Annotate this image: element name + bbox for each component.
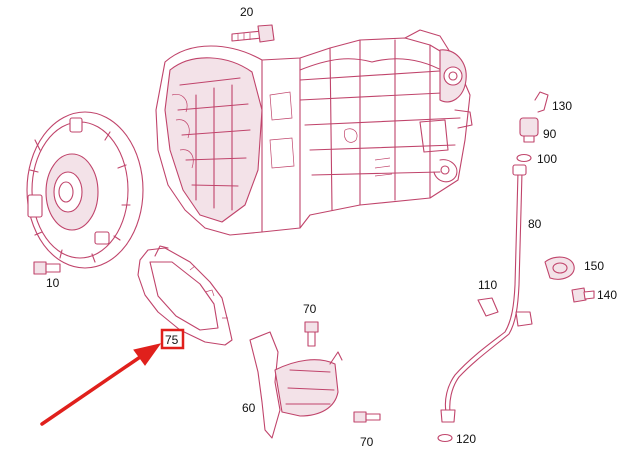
clamp-150 xyxy=(544,256,575,280)
bolt-140 xyxy=(571,287,595,303)
bolt-70-upper xyxy=(304,321,319,347)
bracket-110 xyxy=(477,297,499,317)
transmission-housing xyxy=(155,29,473,236)
cover-plate-75 xyxy=(137,245,233,346)
label-140: 140 xyxy=(597,288,617,302)
dipstick-tube-80 xyxy=(440,164,533,423)
bolt-70-lower xyxy=(353,411,381,423)
clip-130 xyxy=(534,91,549,113)
bolt-10 xyxy=(33,261,61,275)
label-100: 100 xyxy=(537,152,557,166)
seal-100 xyxy=(516,153,532,163)
part-labels: 20 10 130 90 100 80 150 140 110 70 60 70… xyxy=(46,5,617,449)
label-110: 110 xyxy=(478,278,497,292)
torque-converter xyxy=(26,111,144,269)
seal-120 xyxy=(437,433,453,443)
label-90: 90 xyxy=(543,127,557,141)
label-150: 150 xyxy=(584,259,604,273)
label-70-upper: 70 xyxy=(303,302,317,316)
label-80: 80 xyxy=(528,217,542,231)
highlighted-callout-75[interactable]: 75 xyxy=(160,328,185,350)
cap-90 xyxy=(519,117,539,143)
label-10: 10 xyxy=(46,276,60,290)
highlight-box xyxy=(160,328,185,350)
label-130: 130 xyxy=(552,99,572,113)
label-75: 75 xyxy=(165,333,179,347)
label-120: 120 xyxy=(456,432,476,446)
heat-shield-60 xyxy=(249,331,343,439)
bolt-20 xyxy=(231,24,275,43)
label-20: 20 xyxy=(240,5,254,19)
label-60: 60 xyxy=(242,401,256,415)
label-70-lower: 70 xyxy=(360,435,374,449)
pointer-arrow-icon xyxy=(40,343,162,426)
